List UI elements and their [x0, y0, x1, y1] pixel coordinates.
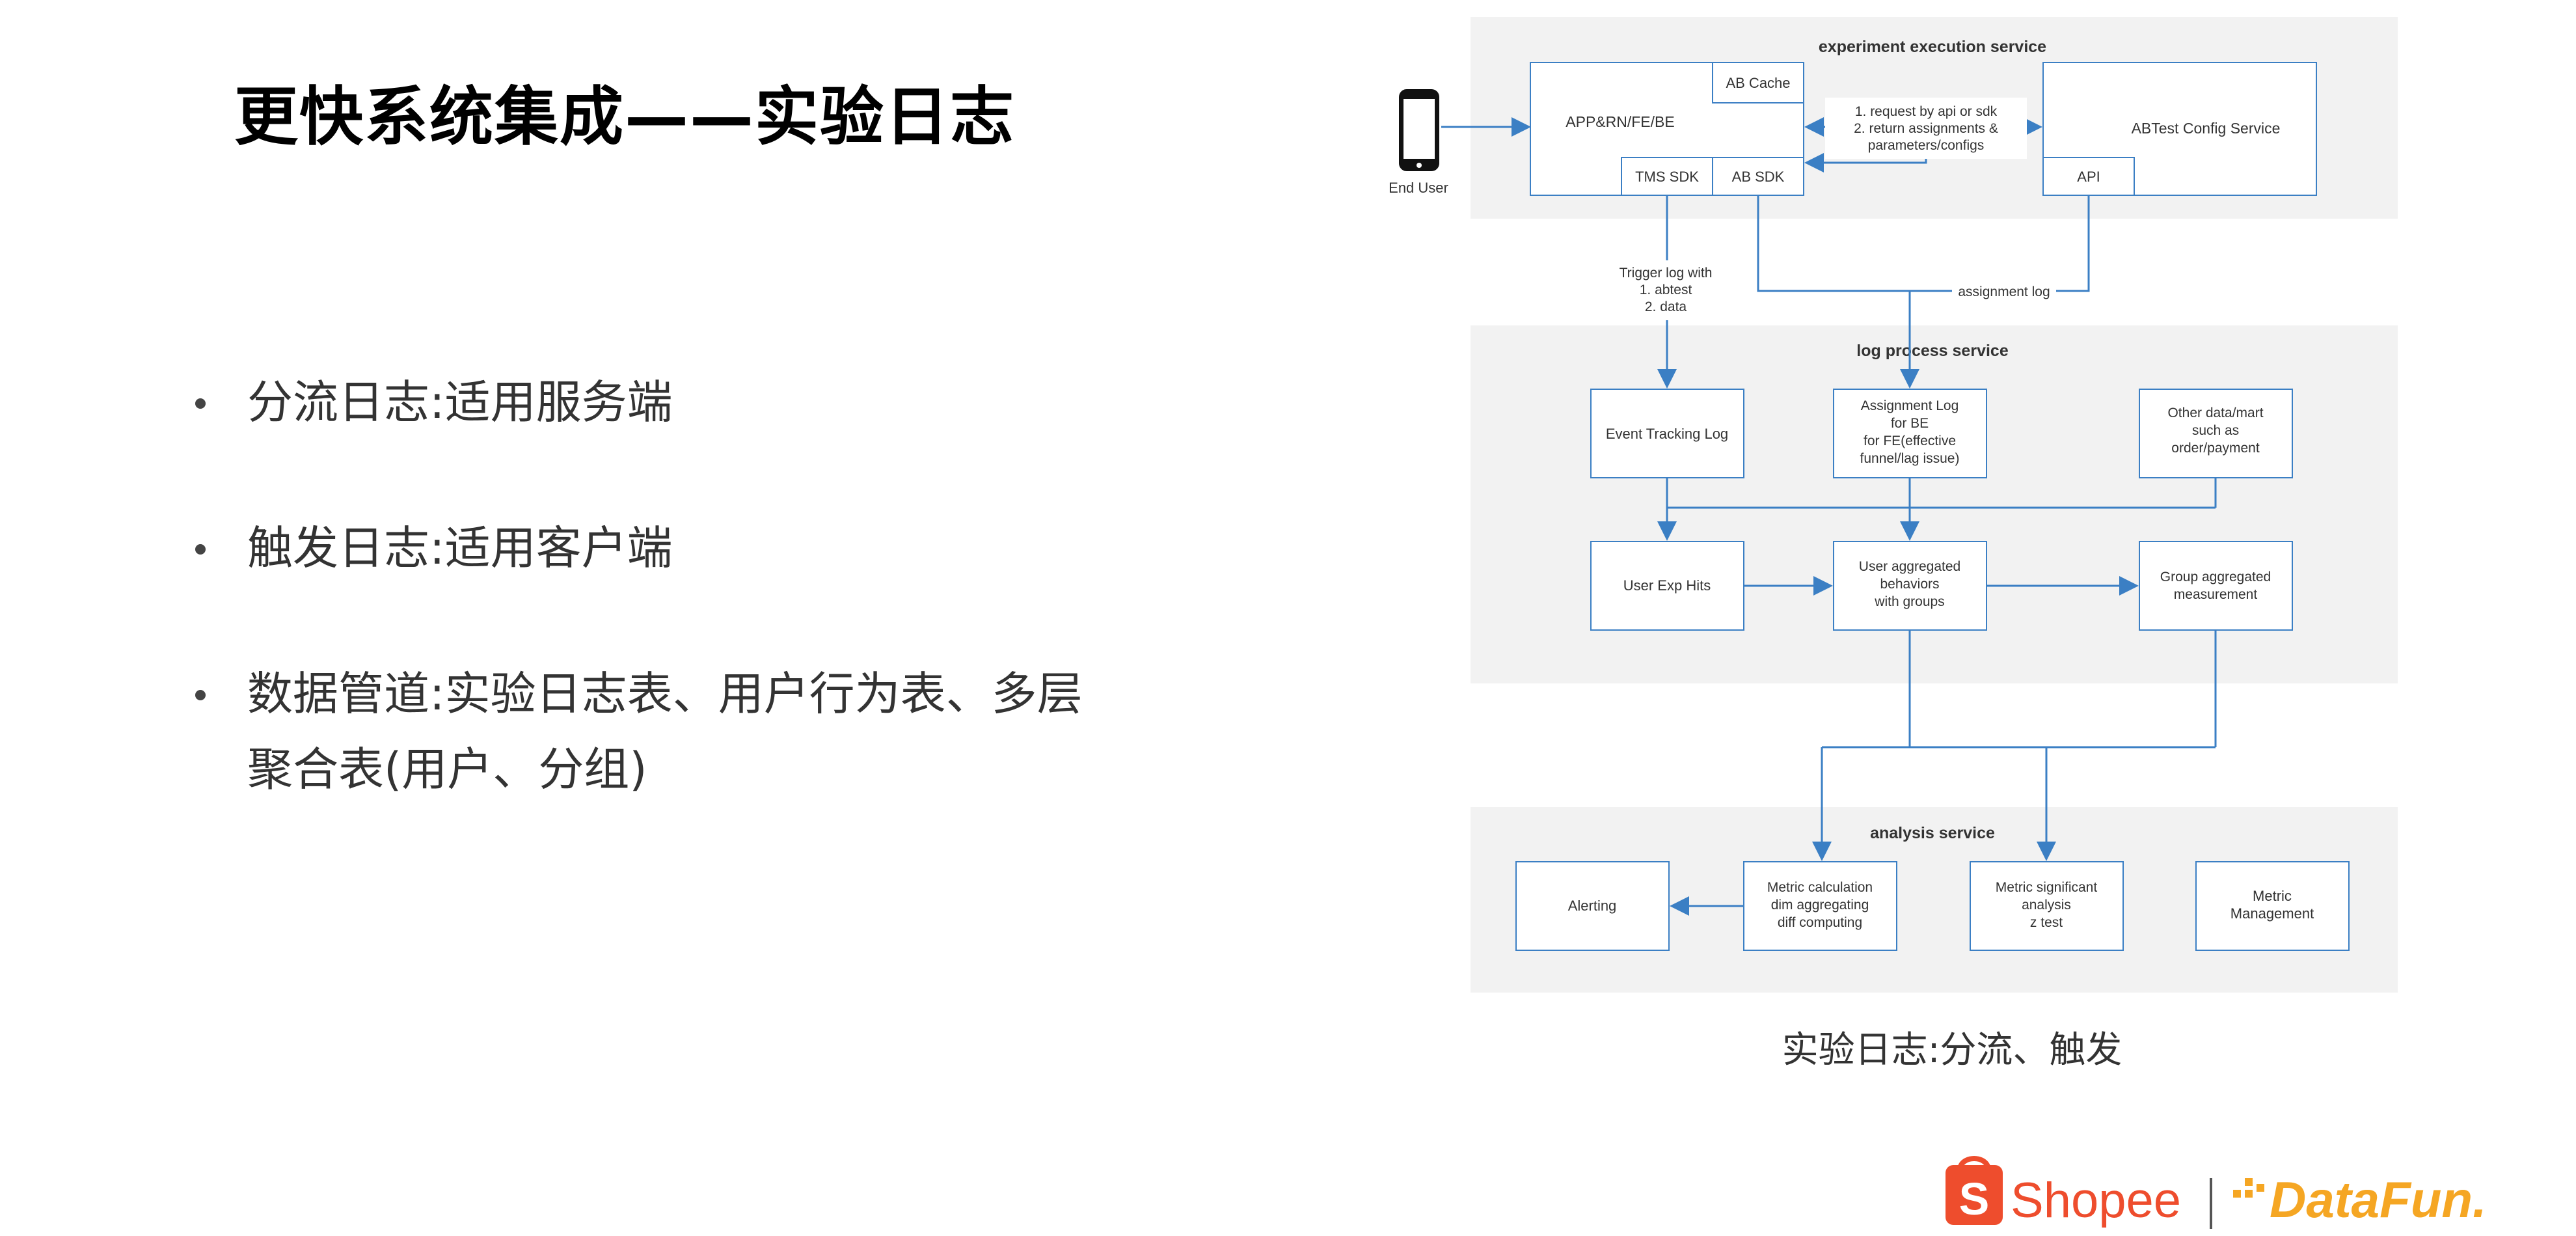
trigger-note-bg [1607, 260, 1724, 320]
bullet-item: 数据管道:实验日志表、用户行为表、多层聚合表(用户、分组) [195, 656, 1106, 807]
user-aggregated-line3: with groups [1874, 594, 1944, 609]
bullet-dot-icon [195, 690, 206, 700]
ab-sdk-label: AB SDK [1732, 169, 1785, 185]
bullet-list: 分流日志:适用服务端 触发日志:适用客户端 数据管道:实验日志表、用户行为表、多… [195, 364, 1106, 877]
metric-significant-line1: Metric significant [1996, 880, 2098, 895]
group-aggregated-box [2139, 541, 2293, 631]
metric-significant-line3: z test [2030, 915, 2063, 930]
bullet-text: 触发日志:适用客户端 [247, 521, 673, 575]
trigger-note-3: 2. data [1645, 299, 1687, 314]
metric-management-box [2195, 861, 2350, 951]
other-data-line1: Other data/mart [2167, 405, 2263, 420]
shopee-bag-icon: S [1946, 1156, 2003, 1225]
phone-icon [1399, 89, 1439, 171]
assignment-log-box [1833, 389, 1987, 478]
diagram-caption: 实验日志:分流、触发 [1782, 1029, 2122, 1071]
bullet-dot-icon [195, 544, 206, 555]
alerting-box [1515, 861, 1670, 951]
user-aggregated-line1: User aggregated [1859, 559, 1960, 574]
ab-sdk-box [1712, 157, 1804, 196]
user-exp-hits-box [1590, 541, 1744, 631]
bullet-text: 数据管道:实验日志表、用户行为表、多层聚合表(用户、分组) [247, 667, 1083, 796]
execution-service-label: experiment execution service [1819, 38, 2046, 56]
svg-text:S: S [1959, 1174, 1990, 1224]
trigger-note-2: 1. abtest [1640, 282, 1692, 297]
app-box-label: APP&RN/FE/BE [1566, 113, 1674, 130]
assignment-note-bg [1952, 281, 2056, 301]
experiment-log-diagram: experiment execution service log process… [1389, 17, 2398, 993]
api-label: API [2077, 169, 2100, 185]
bullet-item: 触发日志:适用客户端 [195, 510, 1106, 586]
datafun-dots-icon [2233, 1178, 2264, 1198]
metric-calc-line3: diff computing [1778, 915, 1862, 930]
analysis-service-label: analysis service [1870, 824, 1995, 842]
ab-sdk-assignment-line [1757, 195, 1910, 292]
request-note-1: 1. request by api or sdk [1855, 104, 1998, 119]
assignment-log-label: assignment log [1958, 284, 2050, 299]
request-note-3: parameters/configs [1868, 138, 1985, 153]
metric-management-line1: Metric [2253, 888, 2292, 904]
other-data-line3: order/payment [2171, 441, 2260, 456]
shopee-wordmark: Shopee [2011, 1173, 2181, 1228]
log-process-service-label: log process service [1856, 342, 2009, 360]
tms-sdk-label: TMS SDK [1635, 169, 1699, 185]
bullet-text: 分流日志:适用服务端 [247, 376, 673, 429]
assignment-log-line1: Assignment Log [1861, 398, 1959, 413]
alerting-label: Alerting [1568, 898, 1617, 914]
event-tracking-log-label: Event Tracking Log [1606, 426, 1728, 442]
other-data-line2: such as [2192, 423, 2239, 438]
user-aggregated-box [1833, 541, 1987, 631]
ab-cache-label: AB Cache [1726, 75, 1790, 91]
event-tracking-log-box [1590, 389, 1744, 478]
slide-title: 更快系统集成——实验日志 [234, 80, 1016, 154]
group-aggregated-line1: Group aggregated [2160, 570, 2271, 584]
end-user-label: End User [1389, 180, 1448, 196]
metric-significant-line2: analysis [2022, 898, 2071, 913]
footer-logos: S Shopee DataFun. [1946, 1156, 2487, 1229]
ab-cache-box [1712, 62, 1804, 103]
user-aggregated-line2: behaviors [1880, 577, 1939, 592]
datafun-wordmark: DataFun. [2270, 1171, 2487, 1228]
metric-management-line2: Management [2230, 905, 2314, 922]
assignment-log-line4: funnel/lag issue) [1860, 451, 1960, 466]
other-data-box [2139, 389, 2293, 478]
assignment-log-line2: for BE [1891, 416, 1929, 431]
metric-calc-line2: dim aggregating [1771, 898, 1869, 913]
request-note-bg [1825, 98, 2027, 159]
bullet-item: 分流日志:适用服务端 [195, 364, 1106, 440]
metric-significant-box [1970, 861, 2124, 951]
assignment-log-line3: for FE(effective [1864, 433, 1956, 448]
group-aggregated-line2: measurement [2174, 587, 2258, 602]
trigger-note-1: Trigger log with [1620, 266, 1713, 281]
request-note-2: 2. return assignments & [1854, 121, 1998, 136]
bullet-dot-icon [195, 398, 206, 409]
config-service-label: ABTest Config Service [2132, 120, 2281, 137]
user-exp-hits-label: User Exp Hits [1623, 577, 1711, 594]
metric-calc-line1: Metric calculation [1767, 880, 1873, 895]
